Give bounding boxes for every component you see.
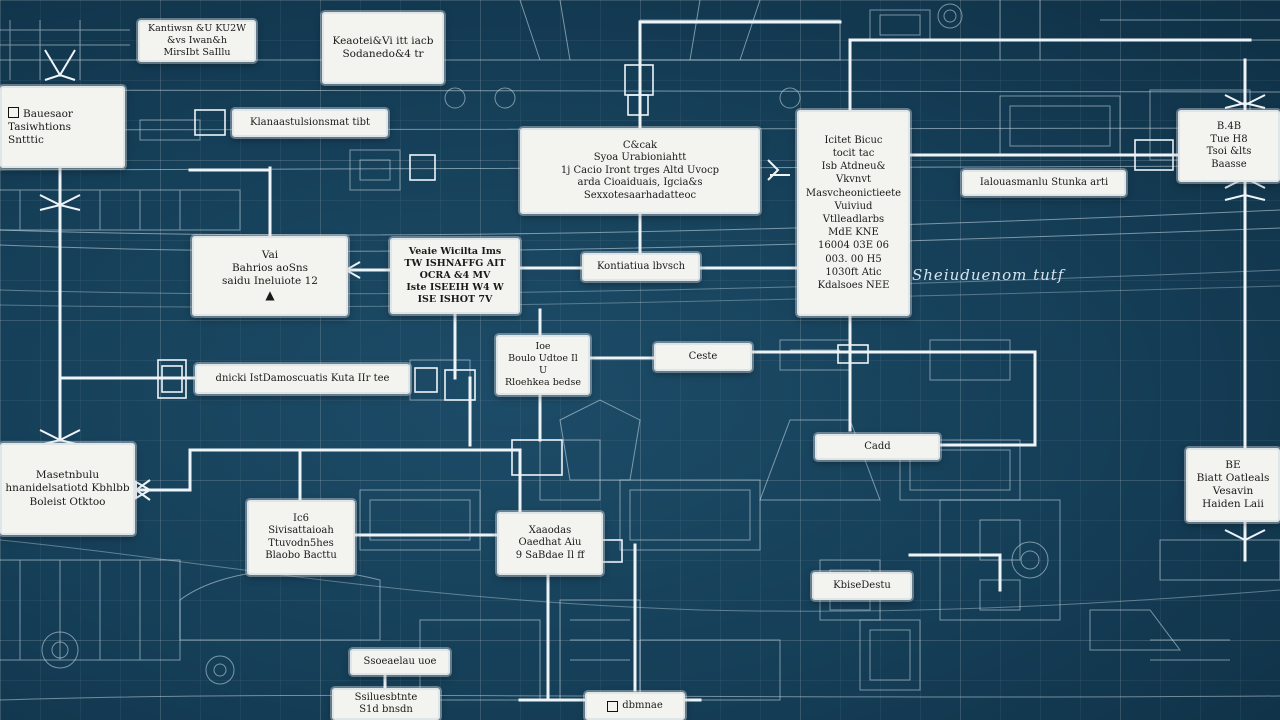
label-strip-lower-right: KbiseDestu bbox=[812, 572, 912, 600]
label-box-tall-right: Icitet Bicuc tocit tac Isb Atdneu& Vkvnv… bbox=[797, 110, 910, 316]
label-line: &vs Iwan&h bbox=[167, 35, 227, 47]
label-line: tocit tac bbox=[832, 148, 875, 160]
label-box-left-upper: Bauesaor Tasiwhtions Sntttic bbox=[0, 86, 125, 168]
label-line: dbmnae bbox=[622, 699, 663, 711]
square-icon bbox=[607, 700, 619, 712]
label-box-left-lower: Masetnbulu hnanidelsatiotd Kbhlbb Boleis… bbox=[0, 443, 135, 535]
label-line: Biatt Oatleals bbox=[1196, 471, 1270, 484]
label-strip-bottom-left: Ssoeaelau uoe bbox=[350, 649, 450, 675]
label-box-left-middle: Vai Bahrios aoSns saidu Ineluiote 12 ▲ bbox=[192, 236, 348, 316]
label-line: 16004 03E 06 bbox=[818, 240, 889, 252]
label-box-top-center-left: Keaotei&Vi itt iacb Sodanedo&4 tr bbox=[322, 12, 444, 84]
label-line: S1d bnsdn bbox=[359, 704, 413, 715]
label-line: 003. 00 H5 bbox=[825, 253, 882, 265]
label-line: Klanaastulsionsmat tibt bbox=[250, 116, 370, 128]
label-line: Sodanedo&4 tr bbox=[342, 48, 424, 60]
label-strip-upper: Klanaastulsionsmat tibt bbox=[232, 109, 388, 137]
label-line: Ttuvodn5hes bbox=[268, 537, 334, 549]
label-line: Masetnbulu bbox=[35, 469, 100, 482]
label-line: hnanidelsatiotd Kbhlbb bbox=[5, 482, 130, 495]
label-line: Icitet Bicuc bbox=[824, 134, 883, 146]
label-line: 1030ft Atic bbox=[825, 266, 882, 278]
label-line: 1j Cacio Iront trges Altd Uvocp bbox=[560, 164, 720, 176]
label-box-bottom-left: Ssiluesbtnte S1d bnsdn bbox=[332, 688, 440, 720]
label-strip-center: Kontiatiua lbvsch bbox=[582, 253, 700, 281]
label-line: BE bbox=[1225, 458, 1241, 471]
label-line: C&cak bbox=[622, 139, 658, 151]
label-line: saidu Ineluiote 12 bbox=[222, 275, 318, 288]
label-line: Iste ISEEIH W4 W bbox=[406, 281, 504, 293]
label-strip-mid: Cadd bbox=[815, 434, 940, 460]
pointer-icon: ▲ bbox=[265, 288, 275, 303]
label-line: Vkvnvt bbox=[835, 174, 872, 186]
label-line: Ceste bbox=[688, 350, 718, 362]
label-strip-right: Ialouasmanlu Stunka arti bbox=[962, 170, 1126, 196]
label-line: Haiden Laii bbox=[1202, 498, 1264, 511]
label-box-center-main: C&cak Syoa Urabioniahtt 1j Cacio Iront t… bbox=[520, 128, 760, 214]
label-line: ISE ISHOT 7V bbox=[417, 293, 493, 305]
handwritten-annotation: Sheiuduenom tutf bbox=[912, 266, 1065, 284]
label-line: Bahrios aoSns bbox=[231, 261, 309, 274]
label-box-bottom-center: dbmnae bbox=[585, 692, 685, 720]
label-line-text: Bauesaor bbox=[23, 107, 73, 120]
label-line: Sexxotesaarhadatteoc bbox=[583, 189, 697, 201]
label-box-center-small: Ioe Boulo Udtoe Il U Rloehkea bedse bbox=[496, 335, 590, 395]
label-line: Keaotei&Vi itt iacb bbox=[332, 34, 434, 47]
label-box-right-lower: BE Biatt Oatleals Vesavin Haiden Laii bbox=[1186, 448, 1280, 522]
label-line: Bauesaor bbox=[8, 106, 73, 121]
label-line: MirsIbt SaIllu bbox=[163, 46, 231, 58]
label-line: Vai bbox=[261, 248, 279, 261]
label-box-top-left: Kantiwsn &U KU2W &vs Iwan&h MirsIbt SaIl… bbox=[138, 20, 256, 62]
label-line: Boleist Otktoo bbox=[29, 495, 106, 508]
label-line: Kontiatiua lbvsch bbox=[596, 260, 686, 272]
label-line: Vuiviud bbox=[834, 200, 873, 212]
label-box-lower-center: Xaaodas Oaedhat Aiu 9 SaBdae Il ff bbox=[497, 512, 603, 575]
label-line: B.4B bbox=[1216, 121, 1242, 132]
label-strip-mid-right: Ceste bbox=[654, 343, 752, 371]
label-line: Syoa Urabioniahtt bbox=[593, 152, 687, 164]
label-box-top-right: B.4B Tue H8 Tsoi &lts Baasse bbox=[1178, 110, 1280, 182]
label-line: Sivisattaioah bbox=[268, 525, 334, 536]
label-line: Tue H8 bbox=[1210, 133, 1248, 145]
label-line: MdE KNE bbox=[828, 227, 879, 239]
label-line: OCRA &4 MV bbox=[419, 270, 491, 282]
label-line: Ssiluesbtnte bbox=[354, 691, 418, 703]
label-box-lower-left-center: Ic6 Sivisattaioah Ttuvodn5hes Blaobo Bac… bbox=[247, 500, 355, 575]
label-line: Isb Atdneu& bbox=[821, 161, 886, 173]
label-line: Vtlleadlarbs bbox=[822, 214, 885, 225]
label-line: Kantiwsn &U KU2W bbox=[148, 23, 246, 35]
label-line: Kdalsoes NEE bbox=[817, 279, 890, 291]
label-line: Tsoi &lts bbox=[1206, 146, 1252, 157]
label-line: Masvcheonictieete bbox=[805, 187, 902, 199]
label-line: Veaie Wicilta Ims bbox=[408, 246, 502, 258]
label-line: TW ISHNAFFG AIT bbox=[404, 258, 506, 270]
label-line: dnicki IstDamoscuatis Kuta IIr tee bbox=[215, 372, 390, 384]
label-box-center-left: Veaie Wicilta Ims TW ISHNAFFG AIT OCRA &… bbox=[390, 238, 520, 314]
label-strip-left-long: dnicki IstDamoscuatis Kuta IIr tee bbox=[195, 364, 410, 394]
label-line: Ssoeaelau uoe bbox=[363, 655, 437, 667]
label-line: KbiseDestu bbox=[833, 579, 891, 591]
label-line: Oaedhat Aiu bbox=[518, 537, 582, 549]
label-line: Baasse bbox=[1211, 158, 1247, 170]
label-line: Rloehkea bedse bbox=[505, 376, 581, 388]
label-line: Tasiwhtions bbox=[8, 120, 71, 133]
label-line: U bbox=[538, 365, 547, 376]
label-line: Ic6 bbox=[293, 512, 309, 524]
label-line: Ialouasmanlu Stunka arti bbox=[979, 176, 1109, 188]
label-line: Vesavin bbox=[1212, 485, 1254, 497]
label-line: Blaobo Bacttu bbox=[265, 550, 337, 561]
square-icon bbox=[8, 106, 19, 118]
label-line: Xaaodas bbox=[528, 524, 572, 536]
label-line: 9 SaBdae Il ff bbox=[515, 549, 585, 561]
label-line: Sntttic bbox=[8, 134, 44, 147]
label-line: Ioe bbox=[535, 341, 551, 353]
label-line: Cadd bbox=[864, 440, 891, 452]
label-line: arda Cioaiduais, Igcia&s bbox=[577, 177, 703, 189]
label-line: Boulo Udtoe Il bbox=[508, 353, 578, 365]
